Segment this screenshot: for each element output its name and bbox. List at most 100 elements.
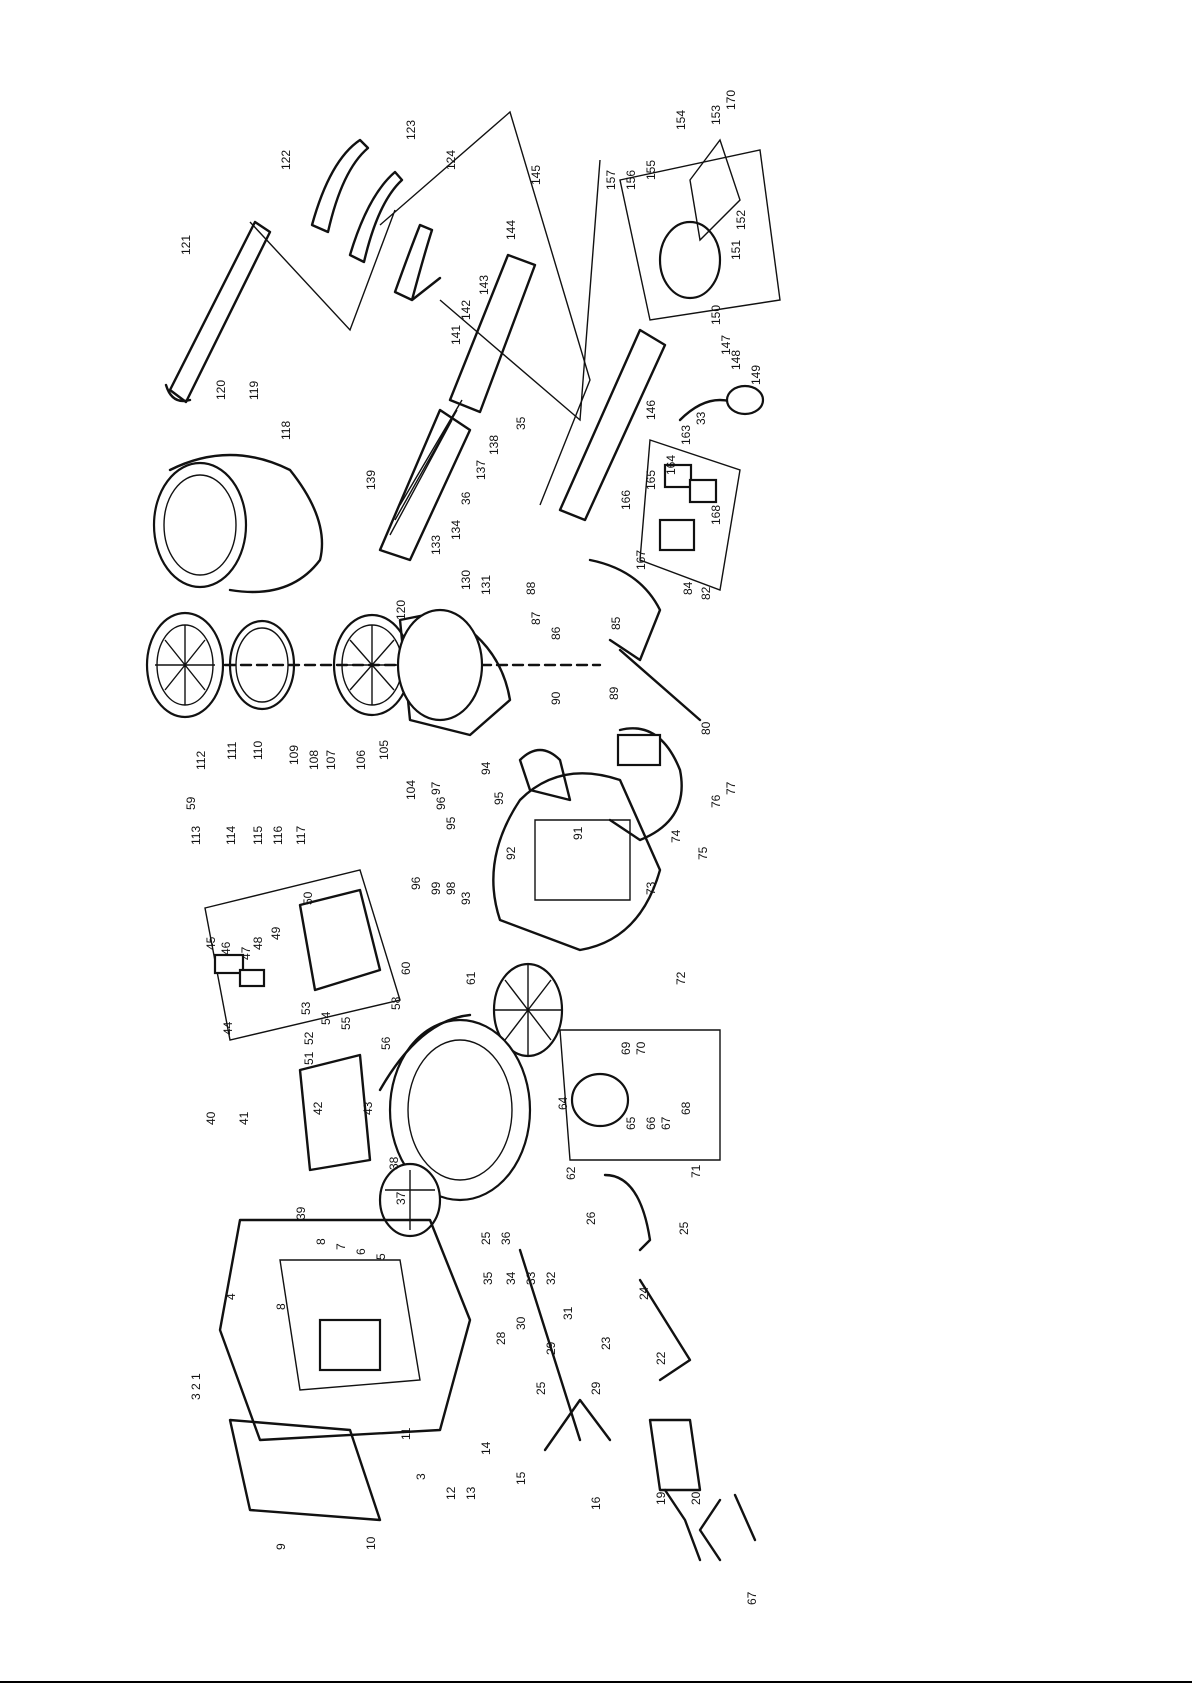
label-22: 22 (654, 1351, 668, 1365)
label-62: 62 (564, 1166, 578, 1180)
label-94: 94 (479, 761, 493, 775)
label-120b: 120 (394, 600, 408, 620)
label-31: 31 (561, 1306, 575, 1320)
label-6: 6 (354, 1248, 368, 1255)
label-84: 84 (681, 581, 695, 595)
label-105: 105 (377, 740, 391, 760)
label-12: 12 (444, 1486, 458, 1500)
label-10: 10 (364, 1536, 378, 1550)
label-144: 144 (504, 220, 518, 240)
label-134: 134 (449, 520, 463, 540)
label-115: 115 (251, 826, 265, 845)
carburetor-box (204, 869, 401, 1041)
label-107: 107 (324, 750, 338, 770)
label-33a: 33 (524, 1271, 538, 1285)
label-130: 130 (459, 570, 473, 590)
label-40: 40 (204, 1111, 218, 1125)
label-61: 61 (464, 971, 478, 985)
label-118: 118 (279, 421, 293, 440)
label-15: 15 (514, 1471, 528, 1485)
label-93: 93 (459, 891, 473, 905)
label-116: 116 (271, 826, 285, 845)
label-8a: 8 (314, 1238, 328, 1245)
label-70: 70 (634, 1041, 648, 1055)
label-150: 150 (709, 305, 723, 325)
label-88: 88 (524, 581, 538, 595)
label-47: 47 (239, 946, 253, 960)
label-54: 54 (319, 1011, 333, 1025)
page-bottom-rule (0, 1681, 1192, 1683)
part-labels: 1 2 3 3 4 5 6 7 8 8 9 10 11 12 13 14 15 … (179, 90, 763, 1605)
label-86: 86 (549, 626, 563, 640)
label-112: 112 (194, 751, 208, 770)
label-69: 69 (619, 1041, 633, 1055)
label-96a: 96 (434, 796, 448, 810)
label-55: 55 (339, 1016, 353, 1030)
label-44: 44 (221, 1021, 235, 1035)
label-138: 138 (487, 435, 501, 455)
label-24: 24 (637, 1286, 651, 1300)
label-9: 9 (274, 1543, 288, 1550)
label-26: 26 (584, 1211, 598, 1225)
label-147: 147 (719, 335, 733, 355)
label-3a: 3 (189, 1393, 203, 1400)
label-13: 13 (464, 1486, 478, 1500)
label-92: 92 (504, 846, 518, 860)
label-139: 139 (364, 470, 378, 490)
label-3b: 3 (414, 1473, 428, 1480)
label-29b: 29 (589, 1381, 603, 1395)
label-19: 19 (654, 1491, 668, 1505)
label-111: 111 (225, 741, 239, 760)
label-43: 43 (361, 1101, 375, 1115)
label-14: 14 (479, 1441, 493, 1455)
label-25c: 25 (479, 1231, 493, 1245)
label-164: 164 (664, 455, 678, 475)
label-67b: 67 (745, 1591, 759, 1605)
label-30: 30 (514, 1316, 528, 1330)
label-82: 82 (699, 586, 713, 600)
label-35b: 35 (514, 416, 528, 430)
label-64: 64 (556, 1096, 570, 1110)
label-65: 65 (624, 1116, 638, 1130)
label-75: 75 (696, 846, 710, 860)
label-155: 155 (644, 160, 658, 180)
label-95a: 95 (492, 791, 506, 805)
label-141: 141 (449, 325, 463, 345)
label-51: 51 (302, 1051, 316, 1065)
label-165: 165 (644, 470, 658, 490)
label-74: 74 (669, 829, 683, 843)
label-106: 106 (354, 750, 368, 770)
label-90: 90 (549, 691, 563, 705)
label-58: 58 (389, 996, 403, 1010)
label-146: 146 (644, 400, 658, 420)
label-25b: 25 (677, 1221, 691, 1235)
label-53: 53 (299, 1001, 313, 1015)
label-96b: 96 (409, 876, 423, 890)
label-170: 170 (724, 90, 738, 110)
label-148: 148 (729, 350, 743, 370)
label-35a: 35 (481, 1271, 495, 1285)
label-36b: 36 (459, 491, 473, 505)
label-154: 154 (674, 110, 688, 130)
label-50: 50 (301, 891, 315, 905)
label-89: 89 (607, 686, 621, 700)
label-117: 117 (294, 826, 308, 845)
grille-ring-column (145, 608, 602, 737)
lower-right-cluster (588, 138, 765, 722)
label-157: 157 (604, 170, 618, 190)
label-99: 99 (429, 881, 443, 895)
label-25a: 25 (534, 1381, 548, 1395)
label-72: 72 (674, 971, 688, 985)
label-114: 114 (224, 826, 238, 845)
label-123: 123 (404, 120, 418, 140)
label-166: 166 (619, 490, 633, 510)
label-142: 142 (459, 300, 473, 320)
label-59: 59 (184, 796, 198, 810)
label-28: 28 (494, 1331, 508, 1345)
label-98: 98 (444, 881, 458, 895)
label-108: 108 (307, 750, 321, 770)
label-97: 97 (429, 781, 443, 795)
label-60: 60 (399, 961, 413, 975)
label-151: 151 (729, 240, 743, 260)
